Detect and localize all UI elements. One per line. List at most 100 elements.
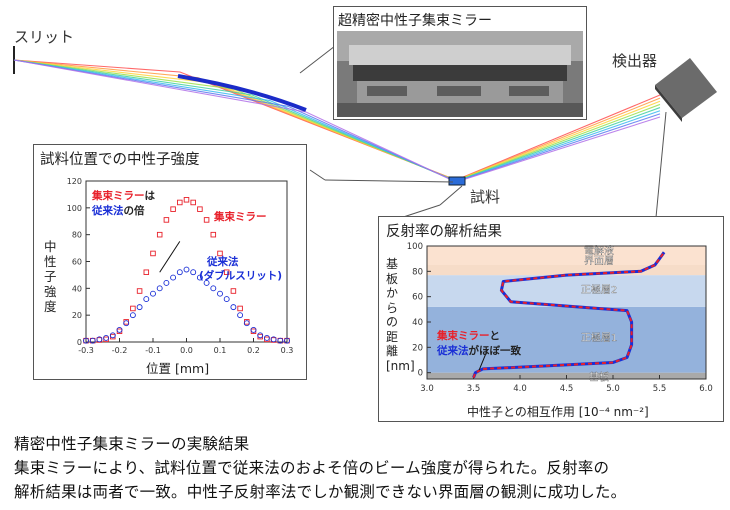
x-tick-label: 3.0 [420, 384, 434, 394]
y-tick-label: 120 [67, 177, 82, 186]
x-tick-label: 3.5 [467, 384, 481, 394]
detector-label: 検出器 [612, 52, 658, 70]
data-point-red [183, 197, 190, 203]
caption-line-3: 解析結果は両者で一致。中性子反射率法でしか観測できない界面層の観測に成功した。 [14, 483, 627, 501]
legend-arrow [478, 349, 488, 371]
x-tick-label: -0.2 [112, 346, 128, 355]
x-tick-label: 4.5 [560, 384, 574, 394]
data-point-blue [89, 337, 96, 344]
beam-ray [13, 59, 661, 183]
y-tick-label: 100 [407, 242, 423, 252]
data-point-blue [129, 312, 136, 319]
data-point-red [156, 231, 163, 238]
data-point-red [130, 305, 136, 312]
beam-ray [13, 59, 661, 182]
intensity-xlabel: 位置 [mm] [146, 361, 210, 376]
y-tick-label: 0 [77, 338, 82, 347]
beam-ray [13, 59, 661, 182]
y-tick-label: 0 [418, 369, 423, 379]
mirror-photo [337, 31, 583, 117]
x-tick-label: 0.1 [214, 346, 227, 355]
detector-icon [655, 58, 717, 122]
data-point-blue [123, 320, 130, 327]
layer-band [427, 265, 706, 276]
data-point-blue [230, 304, 237, 311]
data-point-blue [257, 332, 264, 339]
data-point-red [170, 206, 176, 212]
data-point-blue [270, 336, 277, 343]
data-point-blue [143, 296, 150, 303]
y-tick-label: 40 [412, 318, 423, 328]
reflect-ylabel: 基板からの距離 [nm] [386, 257, 415, 373]
y-tick-label: 40 [72, 284, 82, 293]
x-tick-label: 5.5 [653, 384, 667, 394]
layer-band [427, 275, 706, 307]
legend-blue-text: 従来法 [92, 205, 124, 217]
data-point-blue [136, 304, 143, 311]
legend-red-text: 集束ミラー [92, 190, 145, 202]
y-tick-label: 60 [412, 293, 423, 303]
reflect-legend: 集束ミラーと 従来法がほぼ一致 [437, 330, 521, 357]
data-point-blue [250, 326, 257, 333]
layer-band [427, 246, 706, 265]
x-tick-label: 0.3 [281, 346, 294, 355]
x-tick-label: 5.0 [606, 384, 620, 394]
x-tick-label: 6.0 [699, 384, 713, 394]
data-point-blue [176, 269, 183, 276]
data-point-blue [196, 274, 203, 281]
data-point-blue [103, 335, 110, 341]
data-point-blue [109, 332, 116, 339]
data-point-blue [263, 335, 270, 341]
x-tick-label: -0.1 [145, 346, 161, 355]
caption-line-1: 精密中性子集束ミラーの実験結果 [14, 435, 250, 453]
caption-line-2: 集束ミラーにより、試料位置で従来法のおよそ倍のビーム強度が得られた。反射率の [14, 459, 610, 477]
y-tick-label: 60 [72, 258, 82, 267]
y-tick-label: 80 [72, 231, 82, 240]
data-point-red [163, 217, 170, 223]
data-point-red [136, 288, 143, 294]
data-point-blue [170, 274, 177, 281]
data-point-red [237, 305, 243, 312]
x-tick-label: 0.2 [247, 346, 260, 355]
data-point-blue [96, 336, 103, 343]
y-tick-label: 80 [412, 267, 423, 277]
data-point-red [143, 269, 150, 275]
data-point-blue [223, 296, 230, 303]
x-tick-label: 0.0 [180, 346, 193, 355]
data-point-blue [210, 285, 217, 292]
sample-label: 試料 [470, 188, 501, 206]
slit-label: スリット [14, 28, 75, 46]
data-point-red [217, 250, 223, 257]
data-point-red [177, 199, 183, 206]
beam-ray [13, 59, 661, 183]
data-point-blue [116, 326, 123, 333]
layer-label: 正極層2 [581, 283, 617, 296]
layer-band [427, 306, 706, 373]
data-point-red [203, 217, 210, 223]
data-point-red [223, 269, 230, 275]
layer-label: 電解液 [584, 244, 614, 257]
layer-label: 基板 [589, 370, 609, 383]
mirror-bar [177, 74, 307, 112]
beam-ray [13, 59, 661, 183]
data-point-blue [243, 320, 250, 327]
data-point-blue [156, 285, 163, 292]
mirror-title: 超精密中性子集束ミラー [338, 13, 492, 29]
data-point-blue [277, 337, 284, 344]
legend-black-text: は [144, 190, 156, 202]
mirror-callout-line [299, 45, 336, 74]
x-tick-label: 4.0 [513, 384, 527, 394]
data-point-blue [203, 280, 210, 286]
reflect-callout-line [439, 185, 463, 206]
reflect-title: 反射率の解析結果 [386, 224, 502, 240]
data-point-blue [183, 266, 190, 273]
data-point-red [150, 250, 156, 257]
data-point-blue [190, 269, 197, 276]
data-point-red [197, 206, 203, 212]
legend-black-text-2: の倍 [123, 205, 145, 217]
beam-schematic [13, 45, 717, 229]
legend-arrow [159, 241, 181, 273]
